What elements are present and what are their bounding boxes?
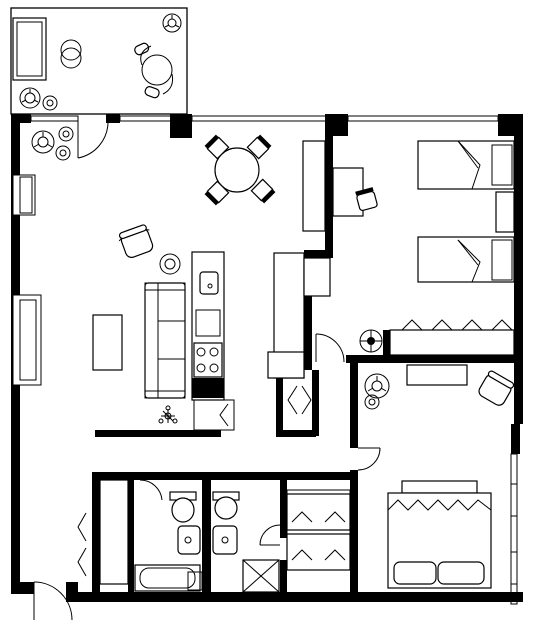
door-swing-icon [33, 581, 73, 621]
door-swing-icon [139, 479, 163, 501]
chair-icon [478, 370, 515, 406]
dining-table-icon [204, 134, 276, 206]
sink-icon [212, 525, 238, 555]
chair-icon [355, 187, 378, 211]
plant-icon [55, 145, 71, 161]
balcony-chair-icon [134, 42, 174, 99]
toilet-icon [212, 491, 240, 520]
toilet-icon [169, 491, 197, 523]
chair-icon [118, 224, 154, 258]
shower-icon [242, 559, 280, 593]
chair-icon [250, 178, 276, 204]
bed-icon [387, 480, 492, 589]
plant-icon [19, 87, 41, 109]
door-swing-icon [315, 333, 345, 363]
door-swing-icon [77, 121, 109, 159]
sink-icon [199, 271, 219, 295]
stove-icon [193, 342, 223, 378]
chair-icon [204, 134, 230, 160]
dresser [406, 364, 468, 386]
exterior-walls [11, 114, 523, 605]
bathtub-icon [134, 564, 201, 592]
door-swing-icon [357, 447, 381, 471]
kitchen [193, 252, 345, 431]
plant-icon [58, 126, 74, 142]
plant-icon [364, 394, 380, 410]
sofa-icon [144, 282, 186, 399]
bed-icon [417, 140, 515, 190]
sink-icon [177, 525, 201, 555]
bathroom-shower [212, 491, 281, 593]
plant-icon [158, 405, 178, 424]
bed-icon [417, 236, 515, 283]
bathroom-tub [134, 479, 203, 592]
balcony [10, 7, 188, 115]
sideboard [302, 140, 326, 232]
plant-icon [162, 13, 182, 33]
chair-icon [246, 134, 272, 160]
entry [33, 479, 129, 621]
plant-icon [31, 130, 55, 154]
lamp-icon [359, 329, 383, 353]
nightstand [495, 191, 515, 233]
door-swing-icon [259, 524, 281, 546]
plant-icon [364, 373, 390, 399]
balcony-side-table [60, 39, 82, 69]
bedroom-double-bed [357, 364, 515, 589]
hall-closets [286, 493, 351, 571]
lamp-icon [159, 253, 181, 275]
balcony-bench [12, 17, 47, 81]
chair-icon [204, 180, 230, 206]
living-dining [31, 121, 326, 424]
bedroom-two-beds [332, 140, 515, 356]
plant-icon [42, 95, 58, 111]
coffee-table [92, 314, 123, 371]
